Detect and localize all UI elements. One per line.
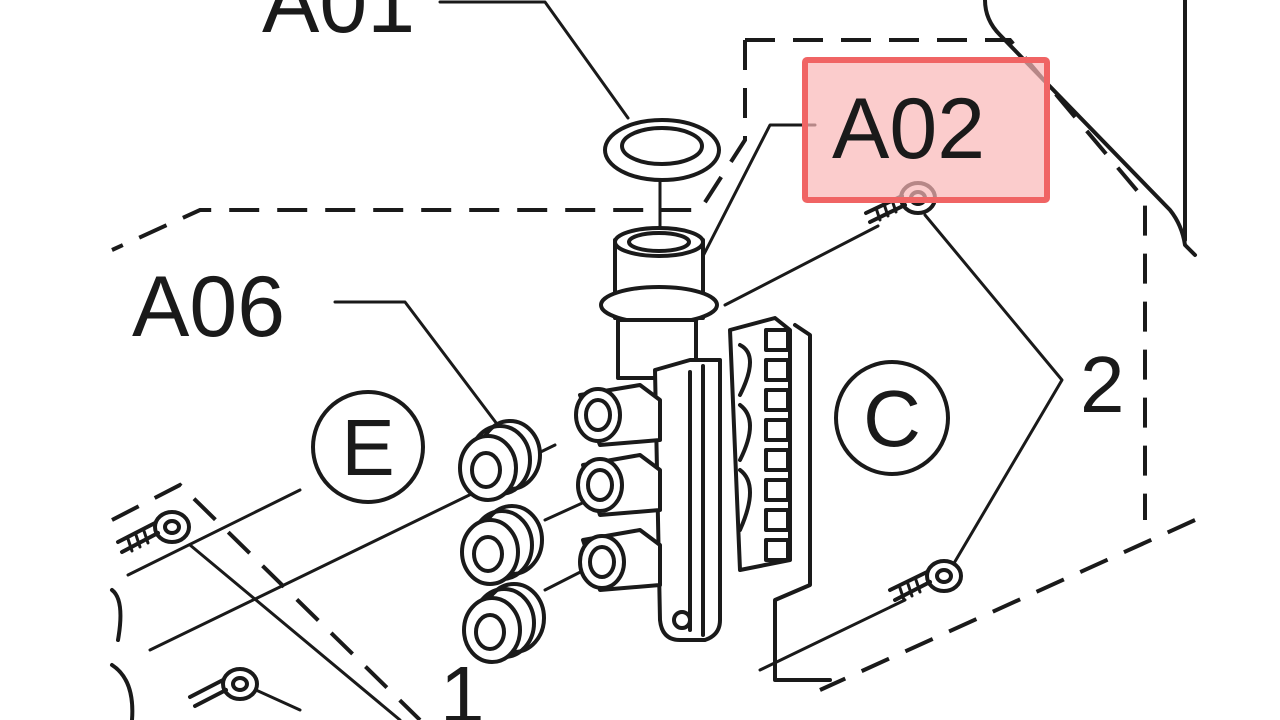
- terminal-bracket: [773, 323, 832, 682]
- outlet-nozzles: [574, 383, 662, 592]
- label-a01: A01: [262, 0, 415, 51]
- screw-left-lower: [188, 667, 259, 708]
- left-margin: [0, 0, 112, 720]
- leader-lines: [188, 0, 1064, 720]
- label-a02: A02: [832, 81, 985, 177]
- o-ring-seals-a06: [458, 419, 546, 664]
- valve-body: [653, 358, 722, 642]
- sealing-ring-a01: [603, 118, 721, 182]
- label-quantity-2: 2: [1080, 340, 1125, 429]
- screw-bottom-right: [888, 559, 963, 602]
- dashed-outlines: [111, 38, 1196, 720]
- housing-edge: [983, 0, 1197, 257]
- explode-lines: [126, 158, 907, 672]
- label-quantity-1: 1: [440, 650, 485, 720]
- left-partial-component: [110, 588, 135, 720]
- circled-label-c: C: [834, 360, 950, 476]
- terminal-block: [728, 316, 792, 572]
- label-c: C: [863, 374, 921, 463]
- screw-left-upper: [116, 510, 191, 554]
- valve-cap-a02: [599, 226, 719, 380]
- highlight-box-a02: [802, 57, 1050, 203]
- label-a06: A06: [132, 259, 285, 355]
- label-e: E: [341, 403, 394, 492]
- circled-label-e: E: [311, 390, 425, 504]
